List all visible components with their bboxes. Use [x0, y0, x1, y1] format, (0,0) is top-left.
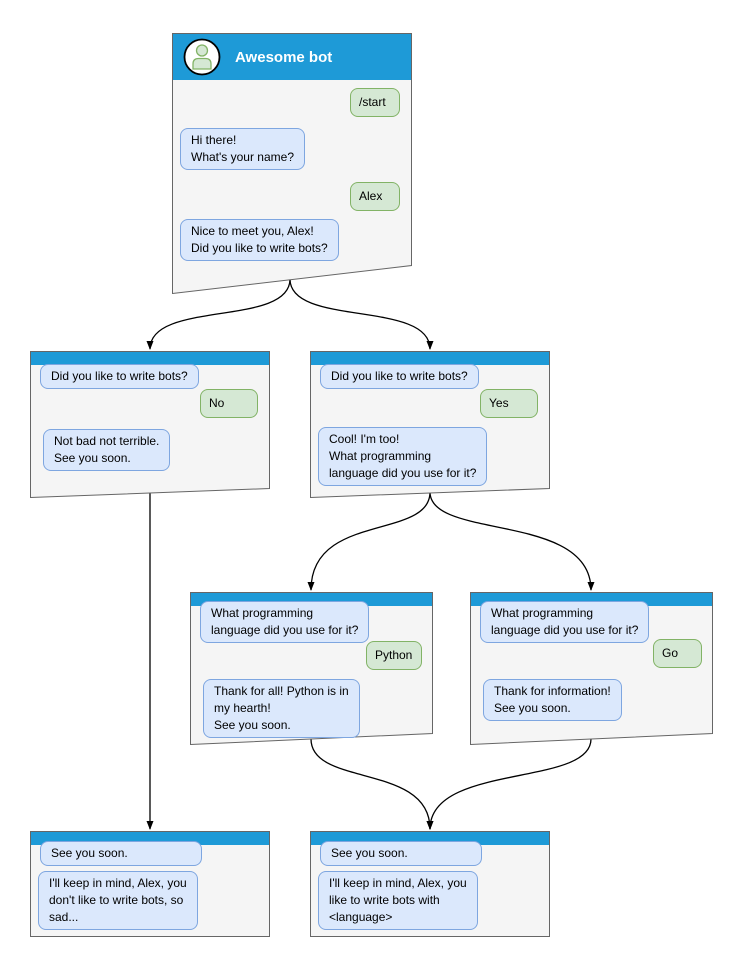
chat-window-branch-yes: Did you like to write bots? Yes Cool! I'…	[310, 351, 550, 498]
avatar	[183, 38, 221, 76]
edge-go-to-end	[426, 738, 592, 830]
bot-message-bubble: Nice to meet you, Alex! Did you like to …	[180, 219, 339, 261]
bot-message-bubble: I'll keep in mind, Alex, you like to wri…	[318, 871, 478, 930]
user-message-bubble: Python	[366, 641, 422, 670]
window-title-bar	[311, 352, 549, 365]
bot-message-bubble: I'll keep in mind, Alex, you don't like …	[38, 871, 198, 930]
user-message-bubble: /start	[350, 88, 400, 117]
bot-message-bubble: Cool! I'm too! What programming language…	[318, 427, 488, 486]
chat-header: Awesome bot	[173, 34, 411, 80]
bot-message-bubble: Hi there! What's your name?	[180, 128, 306, 170]
edge-yes-to-go	[429, 491, 595, 591]
chat-window-branch-python: What programming language did you use fo…	[190, 592, 433, 745]
bot-message-bubble: See you soon.	[40, 841, 202, 866]
bot-message-bubble: Thank for all! Python is in my hearth! S…	[203, 679, 360, 738]
user-message-bubble: Go	[653, 639, 702, 668]
bot-message-bubble: What programming language did you use fo…	[200, 601, 370, 643]
bot-message-bubble: Not bad not terrible. See you soon.	[43, 429, 171, 471]
chat-window-branch-go: What programming language did you use fo…	[470, 592, 713, 745]
bot-name: Awesome bot	[235, 48, 333, 66]
user-message-bubble: Yes	[480, 389, 538, 418]
chat-window-branch-no: Did you like to write bots? No Not bad n…	[30, 351, 270, 498]
window-title-bar	[31, 352, 269, 365]
user-message-bubble: Alex	[350, 182, 400, 211]
edge-yes-to-python	[307, 491, 431, 591]
bot-message-bubble: Did you like to write bots?	[40, 364, 199, 389]
edge-python-to-end	[310, 738, 434, 830]
bot-message-bubble: What programming language did you use fo…	[480, 601, 650, 643]
bot-message-bubble: Did you like to write bots?	[320, 364, 479, 389]
person-icon	[192, 44, 212, 70]
chat-window-end-no: See you soon. I'll keep in mind, Alex, y…	[30, 831, 270, 937]
bot-message-bubble: Thank for information! See you soon.	[483, 679, 622, 721]
chat-window-end-yes: See you soon. I'll keep in mind, Alex, y…	[310, 831, 550, 937]
chat-window-root: Awesome bot /start Hi there! What's your…	[172, 33, 412, 294]
bot-message-bubble: See you soon.	[320, 841, 482, 866]
user-message-bubble: No	[200, 389, 258, 418]
